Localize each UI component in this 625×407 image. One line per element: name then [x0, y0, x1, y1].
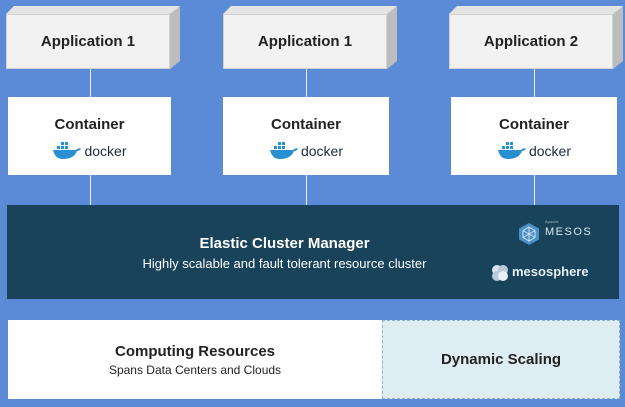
docker-whale-icon: [269, 141, 298, 159]
container-box: Container docker: [8, 97, 171, 175]
box-side-face: [613, 6, 623, 69]
connector-line: [306, 63, 307, 97]
container-title: Container: [54, 115, 125, 133]
docker-wordmark: docker: [84, 142, 127, 159]
cluster-title: Elastic Cluster Manager: [199, 235, 370, 252]
docker-wordmark: docker: [300, 142, 344, 159]
box-top-face: [223, 6, 397, 14]
docker-wordmark: docker: [528, 142, 572, 159]
computing-resources-box: Computing Resources Spans Data Centers a…: [8, 320, 382, 399]
container-title: Container: [498, 115, 569, 133]
docker-whale-icon: [53, 141, 82, 159]
connector-line: [534, 63, 535, 97]
container-title: Container: [270, 115, 341, 133]
application-label: Application 1: [6, 14, 170, 69]
connector-line: [534, 175, 535, 205]
mesosphere-logo: mesosphere: [490, 263, 589, 288]
box-top-face: [6, 6, 180, 14]
box-side-face: [170, 6, 180, 69]
mesos-apache-label: Apache: [545, 219, 559, 224]
connector-line: [90, 175, 91, 205]
dynamic-scaling-box: Dynamic Scaling: [382, 320, 620, 399]
docker-logo: docker: [497, 141, 571, 161]
docker-logo: docker: [52, 141, 127, 161]
application-label: Application 2: [449, 14, 613, 69]
docker-logo: docker: [269, 141, 343, 161]
box-top-face: [449, 6, 623, 14]
dynamic-scaling-label: Dynamic Scaling: [440, 351, 562, 368]
mesosphere-wordmark: mesosphere: [512, 264, 589, 279]
elastic-cluster-manager: Elastic Cluster Manager Highly scalable …: [7, 205, 619, 299]
mesos-logo: Apache MESOS: [517, 219, 591, 246]
computing-resources-subtitle: Spans Data Centers and Clouds: [108, 363, 282, 377]
mesos-wordmark: MESOS: [545, 226, 593, 238]
application-label: Application 1: [223, 14, 387, 69]
cluster-subtitle: Highly scalable and fault tolerant resou…: [142, 256, 427, 271]
connector-line: [306, 175, 307, 205]
mesosphere-icon: [492, 265, 508, 281]
connector-line: [90, 63, 91, 97]
container-box: Container docker: [451, 97, 617, 175]
mesos-hex-icon: [519, 223, 539, 245]
docker-whale-icon: [497, 141, 526, 159]
container-box: Container docker: [223, 97, 389, 175]
box-side-face: [387, 6, 397, 69]
computing-resources-title: Computing Resources: [114, 343, 276, 360]
